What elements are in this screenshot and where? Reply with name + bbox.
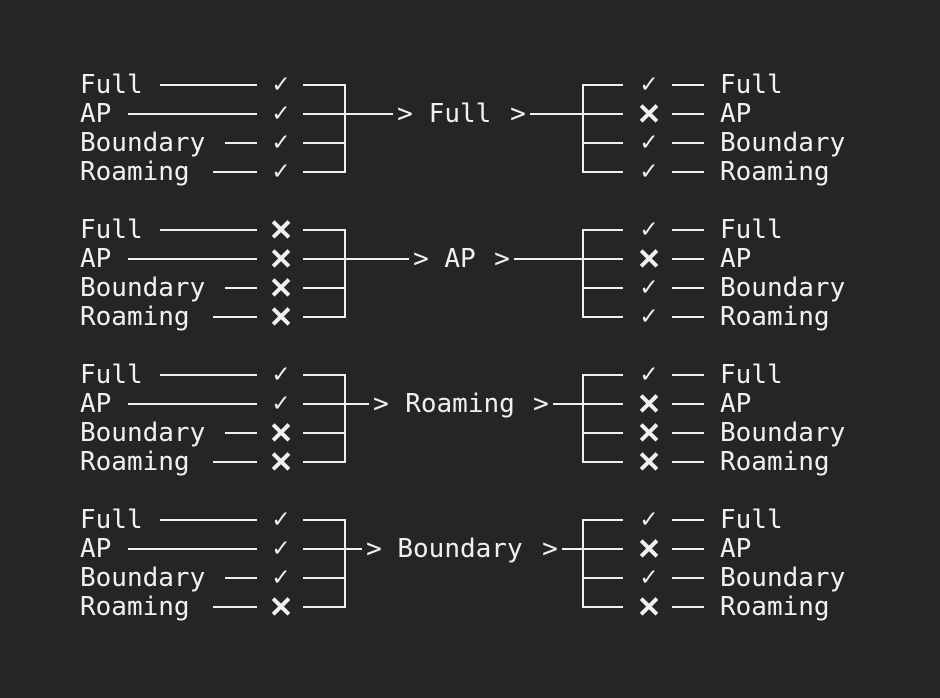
right-mode-label: Full bbox=[720, 70, 783, 100]
right-mode-label: AP bbox=[720, 534, 751, 564]
status-mark-icon: ✕ bbox=[637, 532, 661, 566]
group-boundary: Full ✓ AP ✓ Boundary ✓ Roaming ✕ > Bound… bbox=[80, 505, 845, 625]
status-mark-icon: ✕ bbox=[637, 97, 661, 131]
status-mark-icon: ✕ bbox=[269, 242, 293, 276]
status-mark-icon: ✕ bbox=[637, 416, 661, 450]
left-mode-label: Roaming bbox=[80, 592, 190, 622]
left-mode-label: Full bbox=[80, 360, 143, 390]
left-mode-label: AP bbox=[80, 389, 111, 419]
group-roaming: Full ✓ AP ✓ Boundary ✕ Roaming ✕ > Roami… bbox=[80, 360, 845, 480]
status-mark-icon: ✕ bbox=[637, 445, 661, 479]
group-ap: Full ✕ AP ✕ Boundary ✕ Roaming ✕ > AP > … bbox=[80, 212, 845, 334]
right-mode-label: Full bbox=[720, 505, 783, 535]
status-mark-icon: ✓ bbox=[639, 159, 658, 185]
arrow-right-icon: > bbox=[397, 99, 413, 129]
status-mark-icon: ✓ bbox=[271, 391, 290, 417]
right-mode-label: AP bbox=[720, 99, 751, 129]
status-mark-icon: ✓ bbox=[271, 130, 290, 156]
arrow-right-icon: > bbox=[494, 244, 510, 274]
arrow-right-icon: > bbox=[533, 389, 549, 419]
right-mode-label: Roaming bbox=[720, 592, 830, 622]
status-mark-icon: ✕ bbox=[269, 416, 293, 450]
arrow-right-icon: > bbox=[366, 534, 382, 564]
status-mark-icon: ✓ bbox=[639, 275, 658, 301]
status-mark-icon: ✕ bbox=[637, 387, 661, 421]
left-mode-label: Boundary bbox=[80, 563, 205, 593]
right-mode-label: Boundary bbox=[720, 273, 845, 303]
arrow-right-icon: > bbox=[542, 534, 558, 564]
status-mark-icon: ✓ bbox=[271, 159, 290, 185]
left-mode-label: Roaming bbox=[80, 302, 190, 332]
arrow-right-icon: > bbox=[373, 389, 389, 419]
left-mode-label: Full bbox=[80, 215, 143, 245]
right-mode-label: AP bbox=[720, 244, 751, 274]
status-mark-icon: ✓ bbox=[639, 507, 658, 533]
right-mode-label: Boundary bbox=[720, 418, 845, 448]
right-mode-label: Roaming bbox=[720, 302, 830, 332]
left-mode-label: Boundary bbox=[80, 418, 205, 448]
right-mode-label: Boundary bbox=[720, 563, 845, 593]
arrow-right-icon: > bbox=[413, 244, 429, 274]
left-mode-label: Boundary bbox=[80, 128, 205, 158]
left-mode-label: AP bbox=[80, 99, 111, 129]
right-mode-label: Boundary bbox=[720, 128, 845, 158]
status-mark-icon: ✓ bbox=[271, 72, 290, 98]
status-mark-icon: ✕ bbox=[269, 445, 293, 479]
status-mark-icon: ✕ bbox=[269, 271, 293, 305]
status-mark-icon: ✓ bbox=[271, 101, 290, 127]
status-mark-icon: ✓ bbox=[639, 362, 658, 388]
transition-state-label: Roaming bbox=[405, 389, 515, 419]
status-mark-icon: ✕ bbox=[637, 242, 661, 276]
left-mode-label: Roaming bbox=[80, 157, 190, 187]
group-full: Full ✓ AP ✓ Boundary ✓ Roaming ✓ > Full … bbox=[80, 70, 845, 187]
transition-state-label: AP bbox=[444, 244, 475, 274]
status-mark-icon: ✕ bbox=[269, 300, 293, 334]
right-mode-label: AP bbox=[720, 389, 751, 419]
transition-state-label: Full bbox=[429, 99, 492, 129]
status-mark-icon: ✓ bbox=[271, 362, 290, 388]
left-mode-label: Boundary bbox=[80, 273, 205, 303]
status-mark-icon: ✕ bbox=[269, 590, 293, 624]
status-mark-icon: ✓ bbox=[639, 304, 658, 330]
left-mode-label: AP bbox=[80, 534, 111, 564]
status-mark-icon: ✓ bbox=[639, 72, 658, 98]
status-mark-icon: ✓ bbox=[271, 565, 290, 591]
status-mark-icon: ✓ bbox=[271, 507, 290, 533]
right-mode-label: Full bbox=[720, 215, 783, 245]
left-mode-label: Full bbox=[80, 70, 143, 100]
left-mode-label: Roaming bbox=[80, 447, 190, 477]
arrow-right-icon: > bbox=[510, 99, 526, 129]
left-mode-label: AP bbox=[80, 244, 111, 274]
right-mode-label: Roaming bbox=[720, 447, 830, 477]
status-mark-icon: ✕ bbox=[637, 590, 661, 624]
status-mark-icon: ✓ bbox=[271, 536, 290, 562]
status-mark-icon: ✓ bbox=[639, 217, 658, 243]
transition-state-label: Boundary bbox=[397, 534, 522, 564]
status-mark-icon: ✓ bbox=[639, 130, 658, 156]
left-mode-label: Full bbox=[80, 505, 143, 535]
right-mode-label: Full bbox=[720, 360, 783, 390]
status-mark-icon: ✓ bbox=[639, 565, 658, 591]
right-mode-label: Roaming bbox=[720, 157, 830, 187]
status-mark-icon: ✕ bbox=[269, 213, 293, 247]
